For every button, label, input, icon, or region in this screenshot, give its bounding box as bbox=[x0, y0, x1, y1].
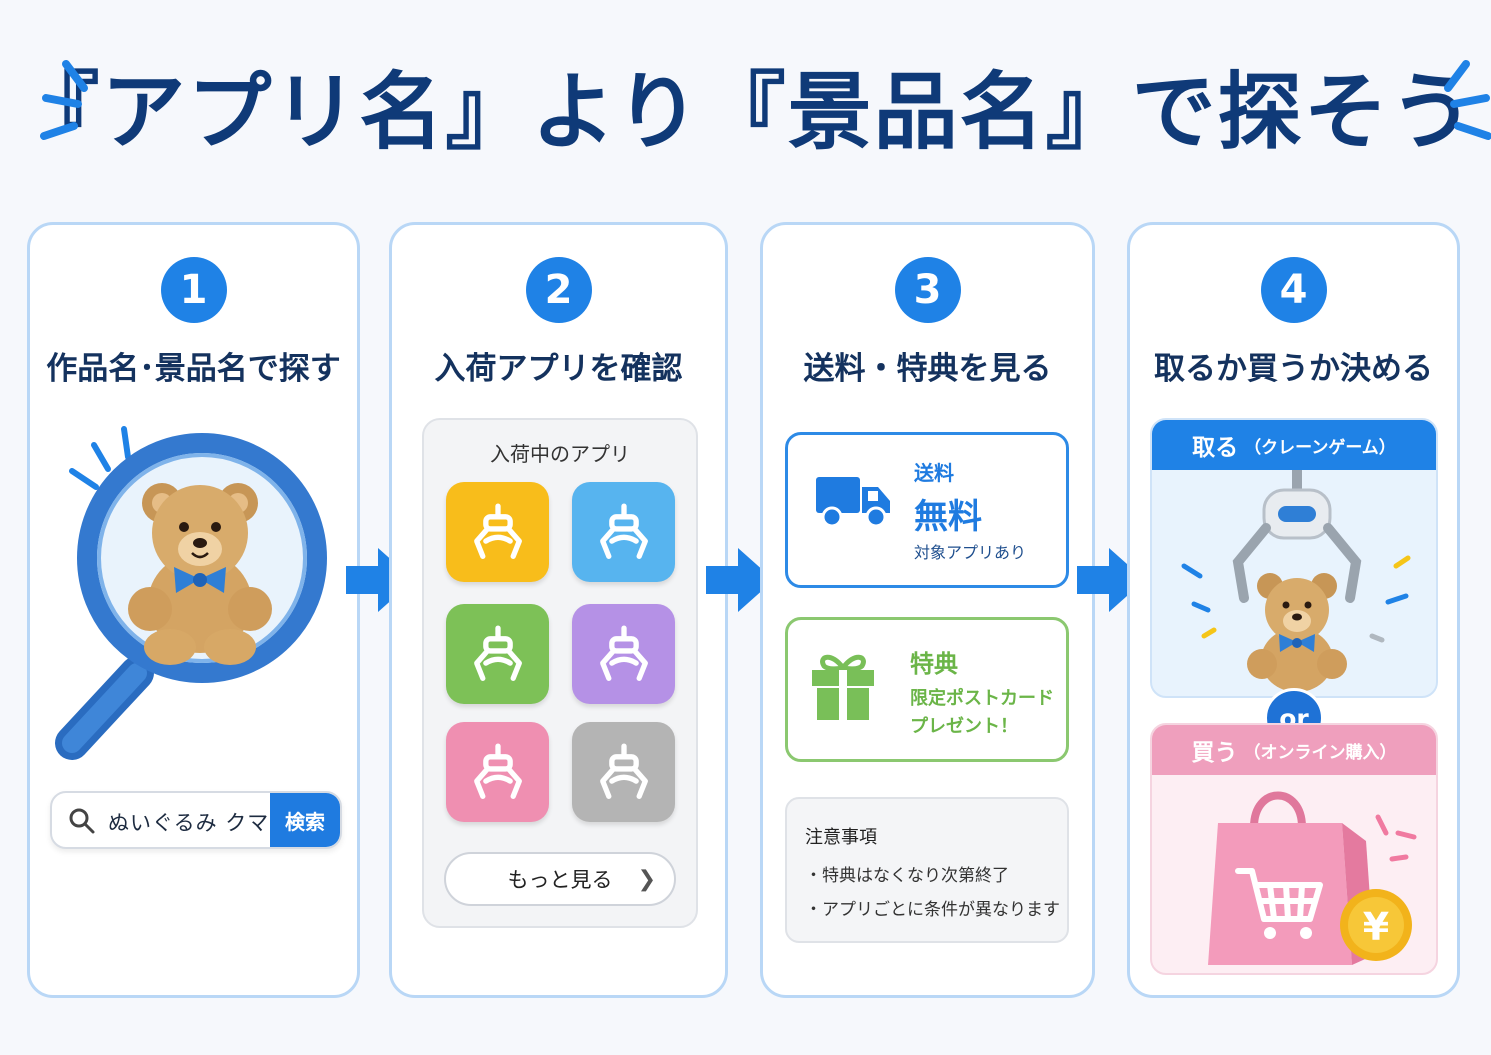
step-title: 取るか買うか決める bbox=[1154, 351, 1433, 387]
step-number-badge: 2 bbox=[525, 257, 592, 323]
crane-claw-icon bbox=[586, 734, 662, 810]
notes-box: 注意事項 ・特典はなくなり次第終了 ・アプリごとに条件が異なります bbox=[785, 797, 1069, 943]
gift-icon bbox=[812, 654, 874, 720]
app-tile[interactable] bbox=[446, 604, 549, 704]
crane-claw-icon bbox=[460, 494, 536, 570]
buy-label: 買う bbox=[1191, 740, 1238, 766]
step-card-4: 4 取るか買うか決める 取る （クレーンゲーム） bbox=[1127, 222, 1460, 998]
sparkle-right-icon bbox=[1444, 60, 1491, 140]
search-button[interactable]: 検索 bbox=[270, 793, 340, 847]
crane-claw-icon bbox=[460, 616, 536, 692]
bonus-line-1: 限定ポストカード bbox=[910, 688, 1054, 709]
step-number-badge: 4 bbox=[1260, 257, 1327, 323]
arrow-right-icon bbox=[346, 548, 414, 612]
crane-claw-with-bear-illustration bbox=[1181, 470, 1411, 692]
note-item: ・アプリごとに条件が異なります bbox=[805, 900, 1060, 920]
arrow-right-icon bbox=[706, 548, 774, 612]
crane-claw-icon bbox=[460, 734, 536, 810]
sparkle-left-icon bbox=[40, 60, 88, 140]
truck-icon bbox=[816, 477, 890, 528]
shipping-label: 送料 bbox=[914, 461, 954, 485]
yen-coin-symbol: ¥ bbox=[1362, 905, 1390, 949]
shipping-ticket: 送料 無料 対象アプリあり bbox=[785, 432, 1069, 588]
buy-option: 買う （オンライン購入） ¥ bbox=[1150, 723, 1438, 975]
bonus-line-2: プレゼント！ bbox=[910, 716, 1018, 737]
crane-claw-icon bbox=[586, 616, 662, 692]
more-button[interactable]: もっと見る ❯ bbox=[444, 852, 676, 906]
app-tile[interactable] bbox=[572, 482, 675, 582]
app-panel-title: 入荷中のアプリ bbox=[490, 442, 630, 466]
page-title: 『アプリ名』より『景品名』で探そう bbox=[15, 63, 1476, 161]
search-input[interactable]: ぬいぐるみ クマ 検索 bbox=[50, 791, 342, 849]
step-number-badge: 3 bbox=[894, 257, 961, 323]
take-header: 取る （クレーンゲーム） bbox=[1152, 420, 1436, 470]
take-sub-label: （クレーンゲーム） bbox=[1244, 437, 1396, 458]
step-card-1: 1 作品名･景品名で探す bbox=[27, 222, 360, 998]
buy-header: 買う （オンライン購入） bbox=[1152, 725, 1436, 775]
step-number-badge: 1 bbox=[160, 257, 227, 323]
arrow-right-icon bbox=[1077, 548, 1145, 612]
app-list-panel: 入荷中のアプリ もっと見る ❯ bbox=[422, 418, 698, 928]
search-query: ぬいぐるみ クマ bbox=[108, 811, 270, 835]
chevron-right-icon: ❯ bbox=[637, 867, 656, 892]
app-tile[interactable] bbox=[446, 482, 549, 582]
step-title: 入荷アプリを確認 bbox=[434, 351, 683, 387]
shipping-value: 無料 bbox=[914, 497, 982, 537]
take-label: 取る bbox=[1192, 435, 1239, 461]
app-tile[interactable] bbox=[572, 604, 675, 704]
shopping-bag-icon bbox=[1208, 791, 1417, 965]
crane-claw-icon bbox=[586, 494, 662, 570]
magnifier-teddy-bear-illustration bbox=[55, 426, 327, 760]
step-card-2: 2 入荷アプリを確認 入荷中のアプリ もっと見る ❯ bbox=[389, 222, 728, 998]
step-title: 送料・特典を見る bbox=[803, 351, 1052, 387]
note-item: ・特典はなくなり次第終了 bbox=[805, 866, 1009, 886]
shipping-note: 対象アプリあり bbox=[914, 543, 1027, 562]
step-card-3: 3 送料・特典を見る 送料 無料 対象アプリあり 特典 限定ポストカード プレゼ… bbox=[760, 222, 1095, 998]
app-tile[interactable] bbox=[572, 722, 675, 822]
search-icon bbox=[69, 808, 95, 834]
bonus-ticket: 特典 限定ポストカード プレゼント！ bbox=[785, 617, 1069, 762]
buy-sub-label: （オンライン購入） bbox=[1243, 742, 1397, 763]
app-tile[interactable] bbox=[446, 722, 549, 822]
step-title: 作品名･景品名で探す bbox=[46, 351, 341, 387]
take-option: 取る （クレーンゲーム） bbox=[1150, 418, 1438, 698]
more-button-label: もっと見る bbox=[507, 868, 613, 892]
notes-title: 注意事項 bbox=[805, 827, 877, 848]
bonus-label: 特典 bbox=[910, 650, 958, 678]
